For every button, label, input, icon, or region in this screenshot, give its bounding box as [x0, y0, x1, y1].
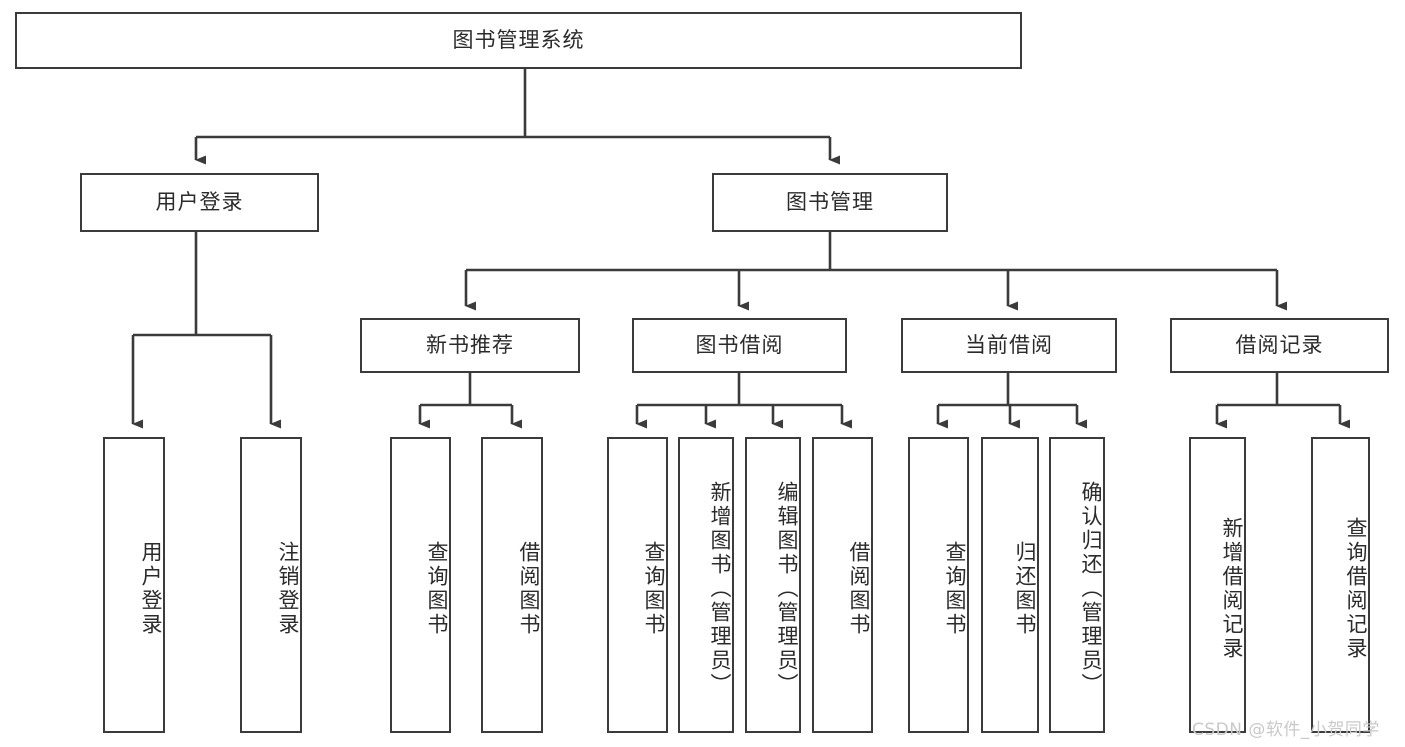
- leaf-label: 确认归还（管理员）: [1079, 481, 1103, 697]
- leaf-label: 查询借阅记录: [1344, 517, 1368, 661]
- leaf-borrow-book[interactable]: 借阅图书: [812, 437, 873, 733]
- leaf-logout[interactable]: 注销登录: [240, 437, 302, 733]
- leaf-borrow-book-recommend[interactable]: 借阅图书: [481, 437, 543, 733]
- node-user-login[interactable]: 用户登录: [80, 173, 319, 232]
- leaf-add-borrow-record[interactable]: 新增借阅记录: [1189, 437, 1246, 733]
- node-current-borrow-label: 当前借阅: [965, 333, 1053, 358]
- node-book-borrow-label: 图书借阅: [695, 333, 784, 358]
- leaf-query-book-recommend[interactable]: 查询图书: [390, 437, 451, 733]
- leaf-query-book-borrow[interactable]: 查询图书: [607, 437, 668, 733]
- leaf-label: 查询图书: [642, 541, 666, 637]
- node-book-management-label: 图书管理: [786, 190, 874, 215]
- leaf-confirm-return-admin[interactable]: 确认归还（管理员）: [1049, 437, 1105, 733]
- leaf-user-login[interactable]: 用户登录: [103, 437, 165, 733]
- node-new-book-recommend[interactable]: 新书推荐: [360, 318, 580, 373]
- leaf-label: 新增借阅记录: [1220, 517, 1244, 661]
- leaf-label: 用户登录: [139, 541, 163, 637]
- leaf-edit-book-admin[interactable]: 编辑图书（管理员）: [745, 437, 801, 733]
- leaf-label: 查询图书: [425, 541, 449, 637]
- csdn-watermark: CSDN @软件_小贺同学: [1192, 720, 1380, 740]
- leaf-label: 注销登录: [276, 541, 300, 637]
- leaf-label: 借阅图书: [847, 541, 871, 637]
- leaf-label: 编辑图书（管理员）: [775, 481, 799, 697]
- leaf-label: 借阅图书: [517, 541, 541, 637]
- leaf-query-book-current[interactable]: 查询图书: [908, 437, 969, 733]
- node-book-borrow[interactable]: 图书借阅: [632, 318, 847, 373]
- node-current-borrow[interactable]: 当前借阅: [901, 318, 1117, 373]
- node-root-label: 图书管理系统: [452, 28, 585, 53]
- leaf-return-book[interactable]: 归还图书: [981, 437, 1039, 733]
- leaf-label: 查询图书: [943, 541, 967, 637]
- node-new-book-recommend-label: 新书推荐: [426, 333, 514, 358]
- leaf-query-borrow-record[interactable]: 查询借阅记录: [1311, 437, 1370, 733]
- leaf-add-book-admin[interactable]: 新增图书（管理员）: [678, 437, 734, 733]
- node-user-login-label: 用户登录: [155, 190, 244, 215]
- node-borrow-record-label: 借阅记录: [1235, 333, 1324, 358]
- leaf-label: 归还图书: [1013, 541, 1037, 637]
- leaf-label: 新增图书（管理员）: [708, 481, 732, 697]
- node-root[interactable]: 图书管理系统: [15, 12, 1022, 69]
- node-borrow-record[interactable]: 借阅记录: [1170, 318, 1389, 373]
- node-book-management[interactable]: 图书管理: [712, 173, 948, 232]
